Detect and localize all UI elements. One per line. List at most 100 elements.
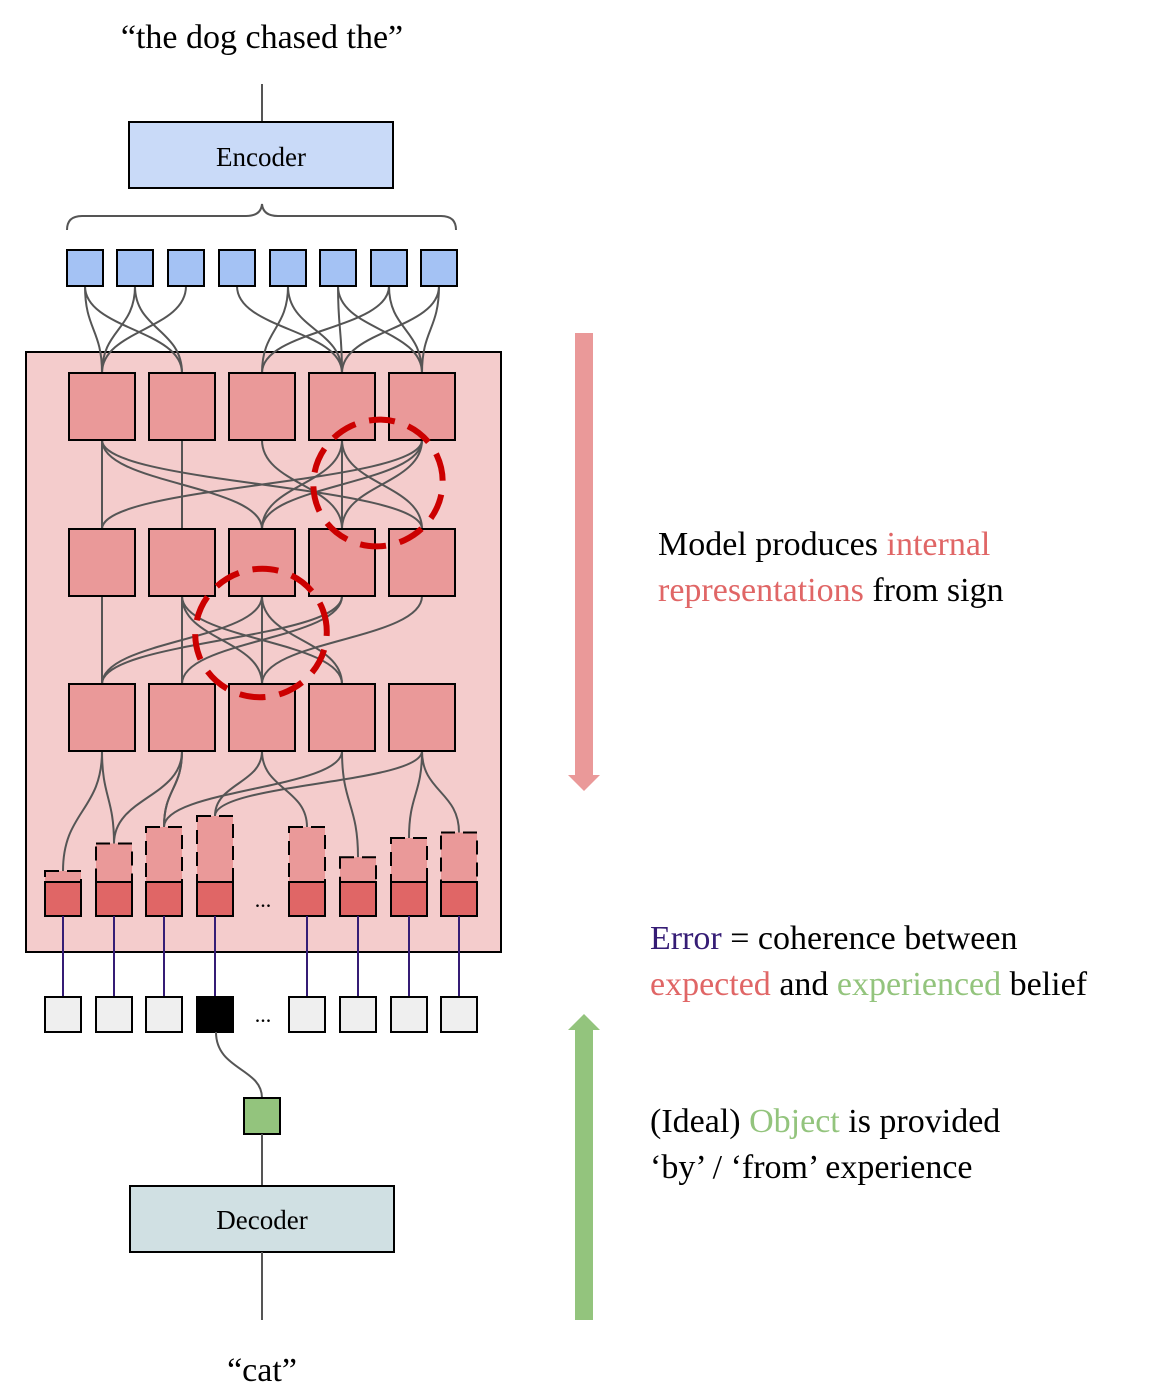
edge: [341, 439, 423, 530]
edge: [236, 285, 343, 374]
encoder-token: [420, 249, 458, 287]
edge: [163, 750, 183, 828]
expected-bar: [339, 856, 377, 883]
edge: [101, 750, 115, 844]
output-bars: [44, 815, 478, 997]
attention-circle-upper: [310, 416, 446, 550]
selected-token-connector: [215, 1031, 263, 1099]
encoder-token: [167, 249, 205, 287]
edge: [101, 439, 423, 530]
edge: [341, 750, 359, 858]
encoder-token: [269, 249, 307, 287]
hidden-node: [388, 683, 456, 752]
error-caption-text: = coherence between: [721, 920, 1018, 957]
upward-arrow-shaft: [575, 1030, 593, 1320]
model-caption-internal: internal: [886, 526, 991, 563]
edge: [261, 439, 343, 530]
edge: [181, 595, 343, 685]
expected-word: expected: [650, 966, 771, 1003]
edge: [261, 285, 390, 374]
network-edges: [62, 285, 460, 872]
output-token: [95, 996, 133, 1033]
edge: [261, 285, 289, 374]
edge: [287, 285, 343, 374]
edge: [261, 595, 423, 685]
hidden-node: [308, 683, 376, 752]
edge: [101, 595, 263, 685]
edge: [388, 285, 423, 374]
object-node: [243, 1097, 281, 1135]
experienced-bar: [440, 881, 478, 917]
selected-output-token: [196, 996, 234, 1033]
expected-bar: [145, 826, 183, 883]
expected-bar: [196, 815, 234, 883]
output-token: [44, 996, 82, 1033]
hidden-node: [228, 372, 296, 441]
edge: [101, 285, 187, 374]
object-caption: (Ideal) Object is provided ‘by’ / ‘from’…: [650, 1099, 1000, 1191]
input-sentence: “the dog chased the”: [121, 19, 403, 56]
object-caption-line2: ‘by’ / ‘from’ experience: [650, 1149, 973, 1186]
edge: [408, 750, 423, 839]
error-caption: Error = coherence between expected and e…: [650, 916, 1087, 1008]
edge: [62, 750, 103, 872]
encoder-box: [128, 121, 394, 189]
experienced-bar: [44, 881, 82, 917]
outputs-ellipsis: ...: [255, 1002, 272, 1027]
edge: [261, 595, 343, 685]
experienced-bar: [95, 881, 133, 917]
hidden-node: [68, 528, 136, 597]
edge: [84, 285, 103, 374]
output-token: [339, 996, 377, 1033]
experienced-bar: [196, 881, 234, 917]
expected-bar: [440, 831, 478, 883]
encoder-token: [319, 249, 357, 287]
expected-bar: [390, 837, 428, 883]
expected-bar: [44, 870, 82, 883]
hidden-node: [388, 372, 456, 441]
hidden-node: [308, 528, 376, 597]
model-caption-representations: representations: [658, 572, 864, 609]
encoder-token: [116, 249, 154, 287]
encoder-token-row: [66, 249, 458, 287]
edge: [113, 750, 183, 844]
hidden-node: [68, 683, 136, 752]
output-token: [440, 996, 478, 1033]
output-token-row: [44, 996, 478, 1033]
hidden-node: [388, 528, 456, 597]
edge: [214, 750, 423, 817]
edge: [421, 285, 440, 374]
encoder-brace: [66, 203, 457, 231]
object-word: Object: [749, 1103, 840, 1140]
encoder-token: [66, 249, 104, 287]
edge: [421, 750, 460, 833]
edge: [181, 595, 263, 685]
hidden-node: [148, 372, 216, 441]
attention-circle-lower: [192, 565, 330, 701]
decoder-box: [129, 1185, 395, 1253]
model-caption-tail: from sign: [863, 572, 1004, 609]
hidden-node: [68, 372, 136, 441]
experienced-bar: [145, 881, 183, 917]
edge: [341, 285, 440, 374]
experienced-bar: [390, 881, 428, 917]
object-caption-ideal: (Ideal): [650, 1103, 750, 1140]
edge: [337, 285, 423, 374]
error-and: and: [770, 966, 837, 1003]
edge: [134, 285, 183, 374]
edge: [101, 285, 136, 374]
downward-arrow-head: [568, 775, 600, 791]
encoder-token: [218, 249, 256, 287]
upward-arrow-head: [568, 1014, 600, 1030]
output-token: [145, 996, 183, 1033]
hidden-node: [148, 683, 216, 752]
encoder-token: [370, 249, 408, 287]
experienced-word: experienced: [836, 966, 1002, 1003]
edge: [84, 285, 183, 374]
hidden-node: [228, 528, 296, 597]
experienced-bar: [288, 881, 326, 917]
model-caption-text: Model produces: [658, 526, 887, 563]
downward-arrow-shaft: [575, 333, 593, 775]
decoder-label: Decoder: [216, 1205, 307, 1235]
